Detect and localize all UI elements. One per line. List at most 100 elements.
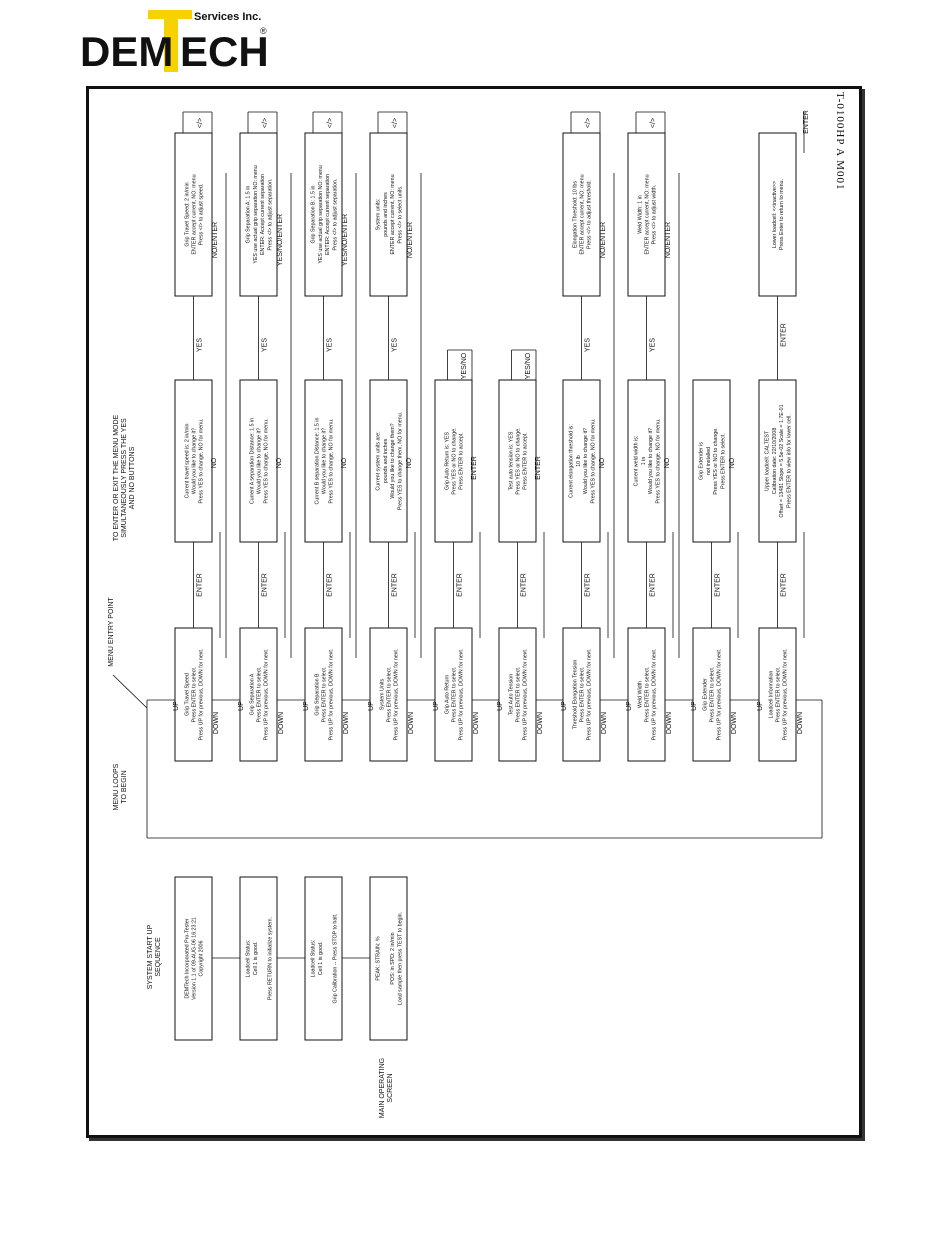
up-label: UP [238,701,245,711]
logo-registered: ® [260,26,267,36]
menu-box-frame [434,627,473,762]
enter-loop-label: ENTER [803,110,810,134]
menu-box-line: Press UP for previous, DOWN for next. [199,649,205,741]
enter-label: ENTER [197,573,204,597]
up-label: UP [173,701,180,711]
startup-box-frame [369,876,408,1041]
query-box-line: Calibration date: 22/10/2008 [772,428,778,495]
yes-no-label: YES/NO [461,352,468,379]
set-box-line: ENTER: Accept current separation [325,174,331,255]
set-box: Lower loadcell: <<inactive>>Press Enter … [758,132,797,297]
menu-box-line: Grip Travel Speed [184,673,190,716]
query-box-line: Would you like to change them? [390,423,396,498]
yes-no-label: YES/NO [525,352,532,379]
query-box-frame [239,379,278,543]
set-box-frame [562,132,601,297]
query-box-line: Current weld width is: [634,436,640,487]
query-box-frame [498,379,537,543]
set-box-line: ENTER accept current, NO: menu [645,174,651,254]
query-box-frame [627,379,666,543]
startup-box-line: Load sample then press TEST to begin. [397,912,403,1005]
enter-label: ENTER [781,323,788,347]
startup-box-line: Cell 1 is good. [318,942,324,976]
up-label: UP [561,701,568,711]
query-box-line: pounds and inches [383,438,389,483]
set-box-line: Grip Travel Speed: 2 in/min [184,182,190,246]
query-box-line: Press ENTER to view info for lower cell. [786,414,792,508]
up-label: UP [497,701,504,711]
startup-box-line: Loadcell Status: [246,940,252,978]
set-box-line: System units: [376,199,382,231]
enter-return-label: ENTER [471,456,478,480]
query-box-line: not installed [706,447,712,475]
menu-box-line: Weld Width [637,681,643,708]
query-box: Current system units are:pounds and inch… [369,379,408,543]
no-label: NO [341,457,348,468]
query-box-frame [434,379,473,543]
down-label: DOWN [601,712,608,734]
startup-box-line: Loadcell Status: [311,940,317,978]
set-box-line: ENTER accept current, NO: menu [192,174,198,254]
startup-box-line: PEAK: STRAIN: % [376,936,382,980]
adjust-label: </> [392,118,399,128]
query-box-line: Would you like to change it? [583,428,589,494]
no-label: NO [406,457,413,468]
logo-ech: ECH [180,28,269,75]
set-box-line: ENTER accept current, NO: menu [580,174,586,254]
query-box-line: Would you like to change it? [257,428,263,494]
set-box-line: Press </> to adjust threshold. [587,180,593,249]
set-box-frame [627,132,666,297]
menu-loops-heading: TO BEGIN [121,770,128,803]
main-operating-heading: SCREEN [387,1073,394,1102]
startup-box-frame [174,876,213,1041]
enter-label: ENTER [262,573,269,597]
set-box-line: Press </> to adjust separation. [267,179,273,251]
menu-box-line: Grip Separation B [314,673,320,716]
no-label: NO [729,457,736,468]
startup-heading: SYSTEM START UP [147,924,154,989]
document-id: T-0100HP A M001 [834,92,846,191]
logo-dem: DEM [80,28,173,75]
query-box-line: Press YES to change, NO for menu. [264,419,270,504]
menu-box-frame [758,627,797,762]
yes-label: YES [650,338,657,352]
query-box-line: Press ENTER to accept. [523,432,529,489]
yes-label: YES [262,338,269,352]
set-exit-label: NO/ENTER [407,222,414,258]
enter-return-label: ENTER [535,456,542,480]
down-label: DOWN [408,712,415,734]
main-operating-heading: MAIN OPERATING [379,1058,386,1118]
adjust-label: </> [650,118,657,128]
query-box-frame [174,379,213,543]
set-box-frame [174,132,213,297]
startup-box-line: Version 1.1 of 09-AUG-06 16:23:21 [192,917,198,1000]
menu-box-frame [498,627,537,762]
menu-box-line: Press ENTER to select. [387,667,393,723]
startup-box-frame [239,876,278,1041]
query-box-line: Current B separation Distance: 1.5 in [314,418,320,505]
logo-t-stem [164,10,178,72]
set-box-line: Press </> to select units. [397,186,403,244]
menu-entry-pointer [112,674,148,709]
menu-box-line: Press ENTER to select. [580,667,586,723]
menu-box-line: Press UP for previous, DOWN for next. [329,649,335,741]
yes-label: YES [392,338,399,352]
down-label: DOWN [213,712,220,734]
query-box-frame [304,379,343,543]
query-box-line: Current elongation threshold is: [569,424,575,498]
enter-exit-heading: AND NO BUTTONS [129,446,136,509]
down-label: DOWN [537,712,544,734]
menu-box-line: Press UP for previous, DOWN for next. [459,649,465,741]
